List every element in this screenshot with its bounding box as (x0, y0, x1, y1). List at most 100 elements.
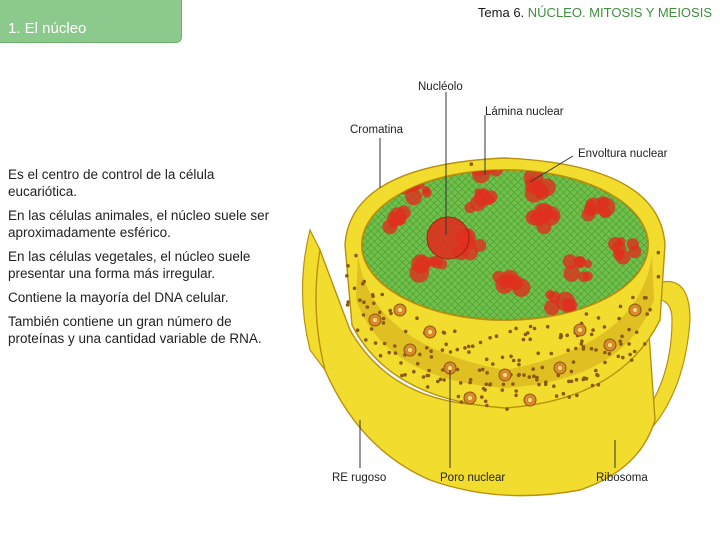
ribosome-dot (645, 312, 649, 316)
ribosome-dot (378, 353, 383, 358)
ribosome-dot (621, 355, 625, 360)
unit-topic: NÚCLEO. MITOSIS Y MEIOSIS (527, 5, 712, 20)
ribosome-dot (627, 327, 631, 332)
ribosome-dot (514, 389, 518, 393)
ribosome-dot (442, 331, 447, 335)
ribosome-dot (427, 368, 431, 373)
ribosome-dot (455, 367, 460, 372)
ribosome-dot (511, 382, 515, 386)
ribosome-dot (484, 382, 489, 387)
chromatin-clump (421, 186, 431, 195)
ribosome-dot (373, 341, 378, 345)
nuclear-pore-center (408, 348, 412, 352)
ribosome-dot (531, 367, 535, 371)
ribosome-dot (463, 346, 467, 350)
ribosome-dot (488, 336, 492, 340)
ribosome-dot (491, 362, 495, 366)
ribosome-dot (580, 339, 584, 344)
chromatin-clump (492, 270, 505, 283)
nuclear-pore-center (528, 398, 532, 402)
ribosome-dot (532, 326, 537, 331)
ribosome-dot (483, 399, 488, 404)
unit-label: Tema 6. (477, 5, 528, 20)
ribosome-dot (574, 346, 578, 351)
ribosome-dot (629, 358, 634, 362)
ribosome-dot (388, 308, 392, 313)
bullet-item: Contiene la mayoría del DNA celular. (8, 290, 229, 305)
ribosome-dot (369, 327, 374, 331)
ribosome-dot (429, 349, 433, 354)
ribosome-dot (364, 338, 368, 342)
ribosome-dot (648, 307, 652, 312)
ribosome-dot (634, 330, 639, 335)
ribosome-dot (556, 373, 560, 378)
ribosome-dot (478, 340, 483, 345)
ribosome-dot (412, 369, 416, 374)
bullet-item: En las células animales, el núcleo suele… (8, 208, 270, 240)
chromatin-clump (616, 237, 626, 246)
ribosome-dot (559, 333, 563, 337)
chromatin-clump (535, 204, 554, 223)
ribosome-dot (421, 375, 426, 379)
ribosome-dot (380, 292, 384, 297)
ribosome-dot (440, 348, 445, 352)
ribosome-dot (466, 344, 471, 349)
ribosome-dot (438, 377, 443, 382)
ribosome-dot (425, 373, 429, 378)
ribosome-dot (389, 311, 393, 316)
ribosome-dot (453, 329, 457, 334)
ribosome-dot (442, 378, 446, 382)
ribosome-dot (602, 325, 607, 329)
ribosome-dot (488, 383, 492, 387)
ribosome-dot (618, 339, 622, 344)
chromatin-clump (405, 188, 422, 206)
ribosome-dot (425, 346, 429, 350)
ribosome-dot (415, 316, 419, 320)
chromatin-clump (484, 190, 498, 204)
ribosome-dot (656, 250, 661, 255)
ribosome-dot (477, 368, 482, 373)
chromatin-clump (562, 254, 578, 269)
ribosome-dot (617, 316, 621, 321)
ribosome-dot (352, 286, 357, 291)
ribosome-dot (584, 312, 589, 316)
nucleoplasm-grid (362, 170, 648, 320)
ribosome-dot (514, 393, 518, 398)
ribosome-dot (618, 304, 623, 309)
ribosome-dot (552, 384, 556, 389)
chromatin-clump (508, 275, 524, 290)
ribosome-dot (362, 279, 366, 284)
nuclear-pore-center (428, 330, 432, 334)
ribosome-dot (589, 332, 594, 337)
label-envoltura: Envoltura nuclear (578, 148, 668, 160)
chromatin-clump (599, 206, 611, 219)
ribosome-dot (537, 382, 541, 387)
nuclear-pore-center (558, 366, 562, 370)
ribosome-dot (448, 350, 453, 354)
ribosome-dot (371, 294, 375, 298)
ribosome-dot (458, 381, 463, 385)
ribosome-dot (468, 377, 473, 382)
ribosome-dot (517, 372, 521, 377)
chromatin-clump (396, 214, 407, 225)
ribosome-dot (554, 394, 559, 398)
chromatin-clump (573, 256, 586, 269)
ribosome-dot (567, 395, 571, 399)
ribosome-dot (500, 355, 505, 360)
ribosome-dot (399, 361, 403, 365)
ribosome-dot (522, 373, 526, 377)
ribosome-dot (361, 313, 366, 317)
ribosome-dot (631, 295, 635, 300)
ribosome-dot (591, 328, 595, 332)
ribosome-dot (345, 303, 350, 307)
ribosome-dot (403, 373, 407, 377)
chromatin-clump (488, 170, 504, 177)
chromatin-clump (388, 218, 399, 229)
ribosome-dot (566, 348, 570, 353)
nuclear-pore-center (633, 308, 637, 312)
chromatin-clump (534, 183, 548, 198)
ribosome-dot (346, 300, 350, 304)
nuclear-pore-center (468, 396, 472, 400)
ribosome-dot (656, 274, 661, 279)
chromatin-clump (581, 207, 595, 222)
